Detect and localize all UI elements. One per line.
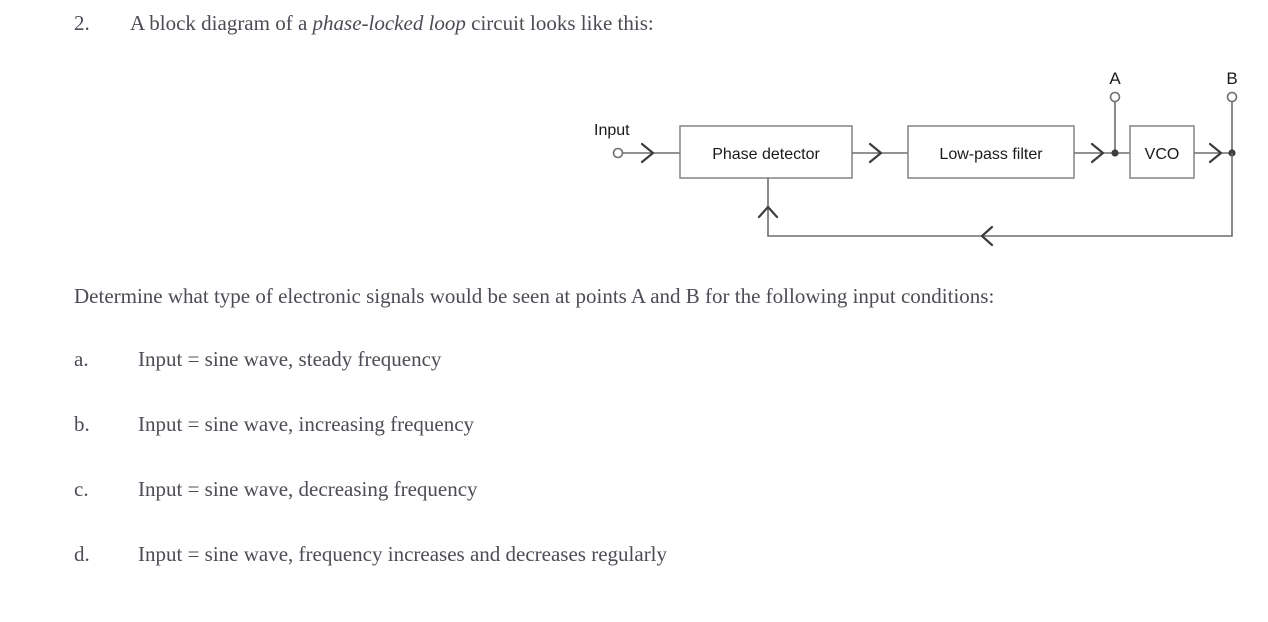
condition-item-b: b. Input = sine wave, increasing frequenc… xyxy=(74,409,474,439)
block-phase-detector-label: Phase detector xyxy=(712,146,820,163)
arrow-vco-input-chevron-icon xyxy=(1090,142,1105,164)
condition-text-c: Input = sine wave, decreasing frequency xyxy=(138,477,478,501)
phase-locked-loop-block-diagram: Input Phase detector Low-pass filter A V… xyxy=(580,58,1260,253)
question-text-after: circuit looks like this: xyxy=(465,11,654,35)
condition-text-d: Input = sine wave, frequency increases a… xyxy=(138,542,668,566)
block-phase-detector xyxy=(679,125,853,179)
condition-text-a: Input = sine wave, steady frequency xyxy=(138,347,442,371)
condition-item-a: a. Input = sine wave, steady frequency xyxy=(74,344,441,374)
arrow-vco-output-chevron-icon xyxy=(1208,142,1223,164)
question-number: 2. xyxy=(74,11,90,35)
arrow-feedback-up-chevron-icon xyxy=(757,205,779,219)
block-low-pass-filter xyxy=(907,125,1075,179)
condition-letter-d: d. xyxy=(74,542,90,566)
block-vco xyxy=(1129,125,1195,179)
condition-letter-c: c. xyxy=(74,477,89,501)
point-b-label: B xyxy=(1226,69,1237,88)
input-label: Input xyxy=(594,122,630,139)
block-low-pass-filter-label: Low-pass filter xyxy=(939,146,1043,163)
condition-letter-a: a. xyxy=(74,347,89,371)
condition-item-c: c. Input = sine wave, decreasing frequenc… xyxy=(74,474,478,504)
point-a-terminal-circle xyxy=(1109,91,1121,103)
condition-text-b: Input = sine wave, increasing frequency xyxy=(138,412,475,436)
arrow-filter-input-chevron-icon xyxy=(868,142,883,164)
point-a-label: A xyxy=(1109,69,1121,88)
question-emphasis: phase-locked loop xyxy=(312,11,466,35)
question-text-before: A block diagram of a xyxy=(130,11,313,35)
question-line: 2. A block diagram of a phase-locked loop… xyxy=(74,8,1234,38)
input-terminal-circle xyxy=(612,147,624,159)
condition-item-d: d. Input = sine wave, frequency increases… xyxy=(74,539,667,569)
junction-dot-a xyxy=(1111,149,1119,157)
prompt-text: Determine what type of electronic signal… xyxy=(74,284,995,308)
condition-letter-b: b. xyxy=(74,412,90,436)
point-b-terminal-circle xyxy=(1226,91,1238,103)
block-vco-label: VCO xyxy=(1145,146,1180,163)
arrow-input-chevron-icon xyxy=(640,142,655,164)
arrow-feedback-left-chevron-icon xyxy=(980,225,994,247)
